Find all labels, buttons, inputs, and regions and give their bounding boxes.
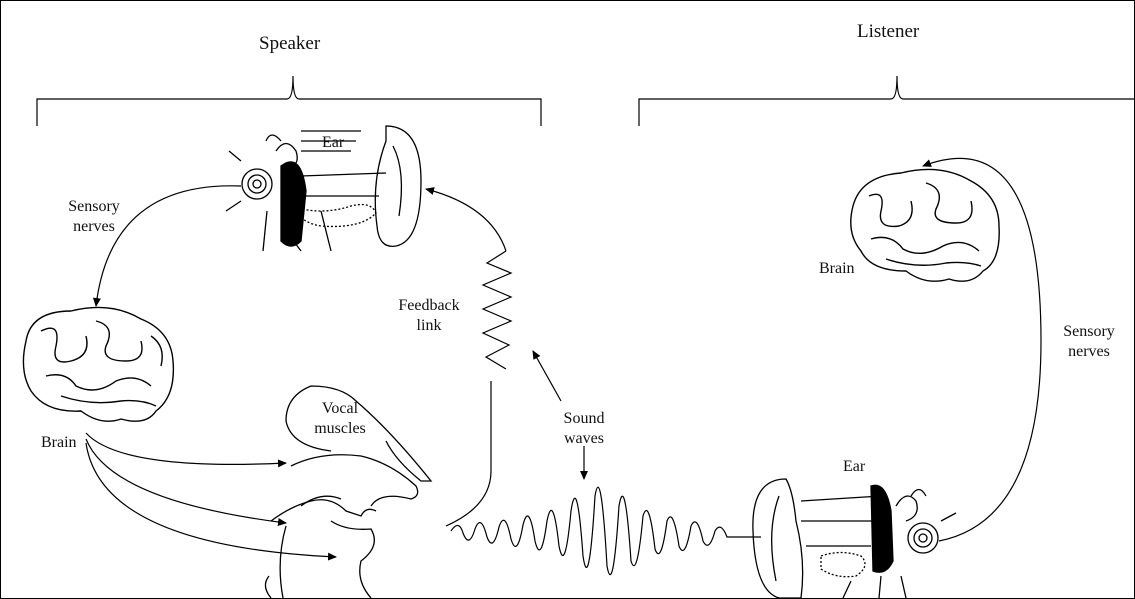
speaker-brace [37, 76, 541, 126]
speaker-sensory-nerves-line1: Sensory [59, 197, 129, 217]
feedback-line1: Feedback [389, 296, 469, 316]
feedback-line2: link [389, 316, 469, 336]
listener-brain-label: Brain [819, 259, 855, 279]
feedback-zigzag [483, 251, 511, 369]
listener-brace [639, 76, 1134, 126]
listener-sensory-nerves-line1: Sensory [1054, 322, 1124, 342]
listener-sensory-nerve-arrow [923, 158, 1041, 541]
sound-waves-up-arrow [533, 351, 561, 401]
listener-sensory-nerves-label: Sensory nerves [1054, 322, 1124, 362]
vocal-muscles-label: Vocal muscles [305, 399, 375, 439]
vocal-line1: Vocal [305, 399, 375, 419]
listener-brain-illustration [851, 169, 999, 281]
sound-waves-line2: waves [554, 429, 614, 449]
motor-nerve-arrows [86, 433, 336, 557]
feedback-link-label: Feedback link [389, 296, 469, 336]
sound-waves-line1: Sound [554, 409, 614, 429]
speaker-label: Speaker [259, 34, 320, 54]
listener-ear-label: Ear [843, 457, 865, 477]
sound-waves-label: Sound waves [554, 409, 614, 449]
speaker-ear-label: Ear [322, 133, 344, 153]
speaker-brain-illustration [23, 307, 173, 421]
listener-ear-illustration [753, 479, 956, 598]
speaker-sensory-nerves-label: Sensory nerves [59, 197, 129, 237]
speaker-sensory-nerves-line2: nerves [59, 217, 129, 237]
sound-wave [451, 487, 761, 574]
feedback-arrow-to-ear [426, 189, 506, 251]
listener-label: Listener [857, 22, 919, 42]
listener-sensory-nerves-line2: nerves [1054, 342, 1124, 362]
vocal-line2: muscles [305, 419, 375, 439]
feedback-link-path [446, 381, 491, 526]
speaker-brain-label: Brain [41, 433, 77, 453]
